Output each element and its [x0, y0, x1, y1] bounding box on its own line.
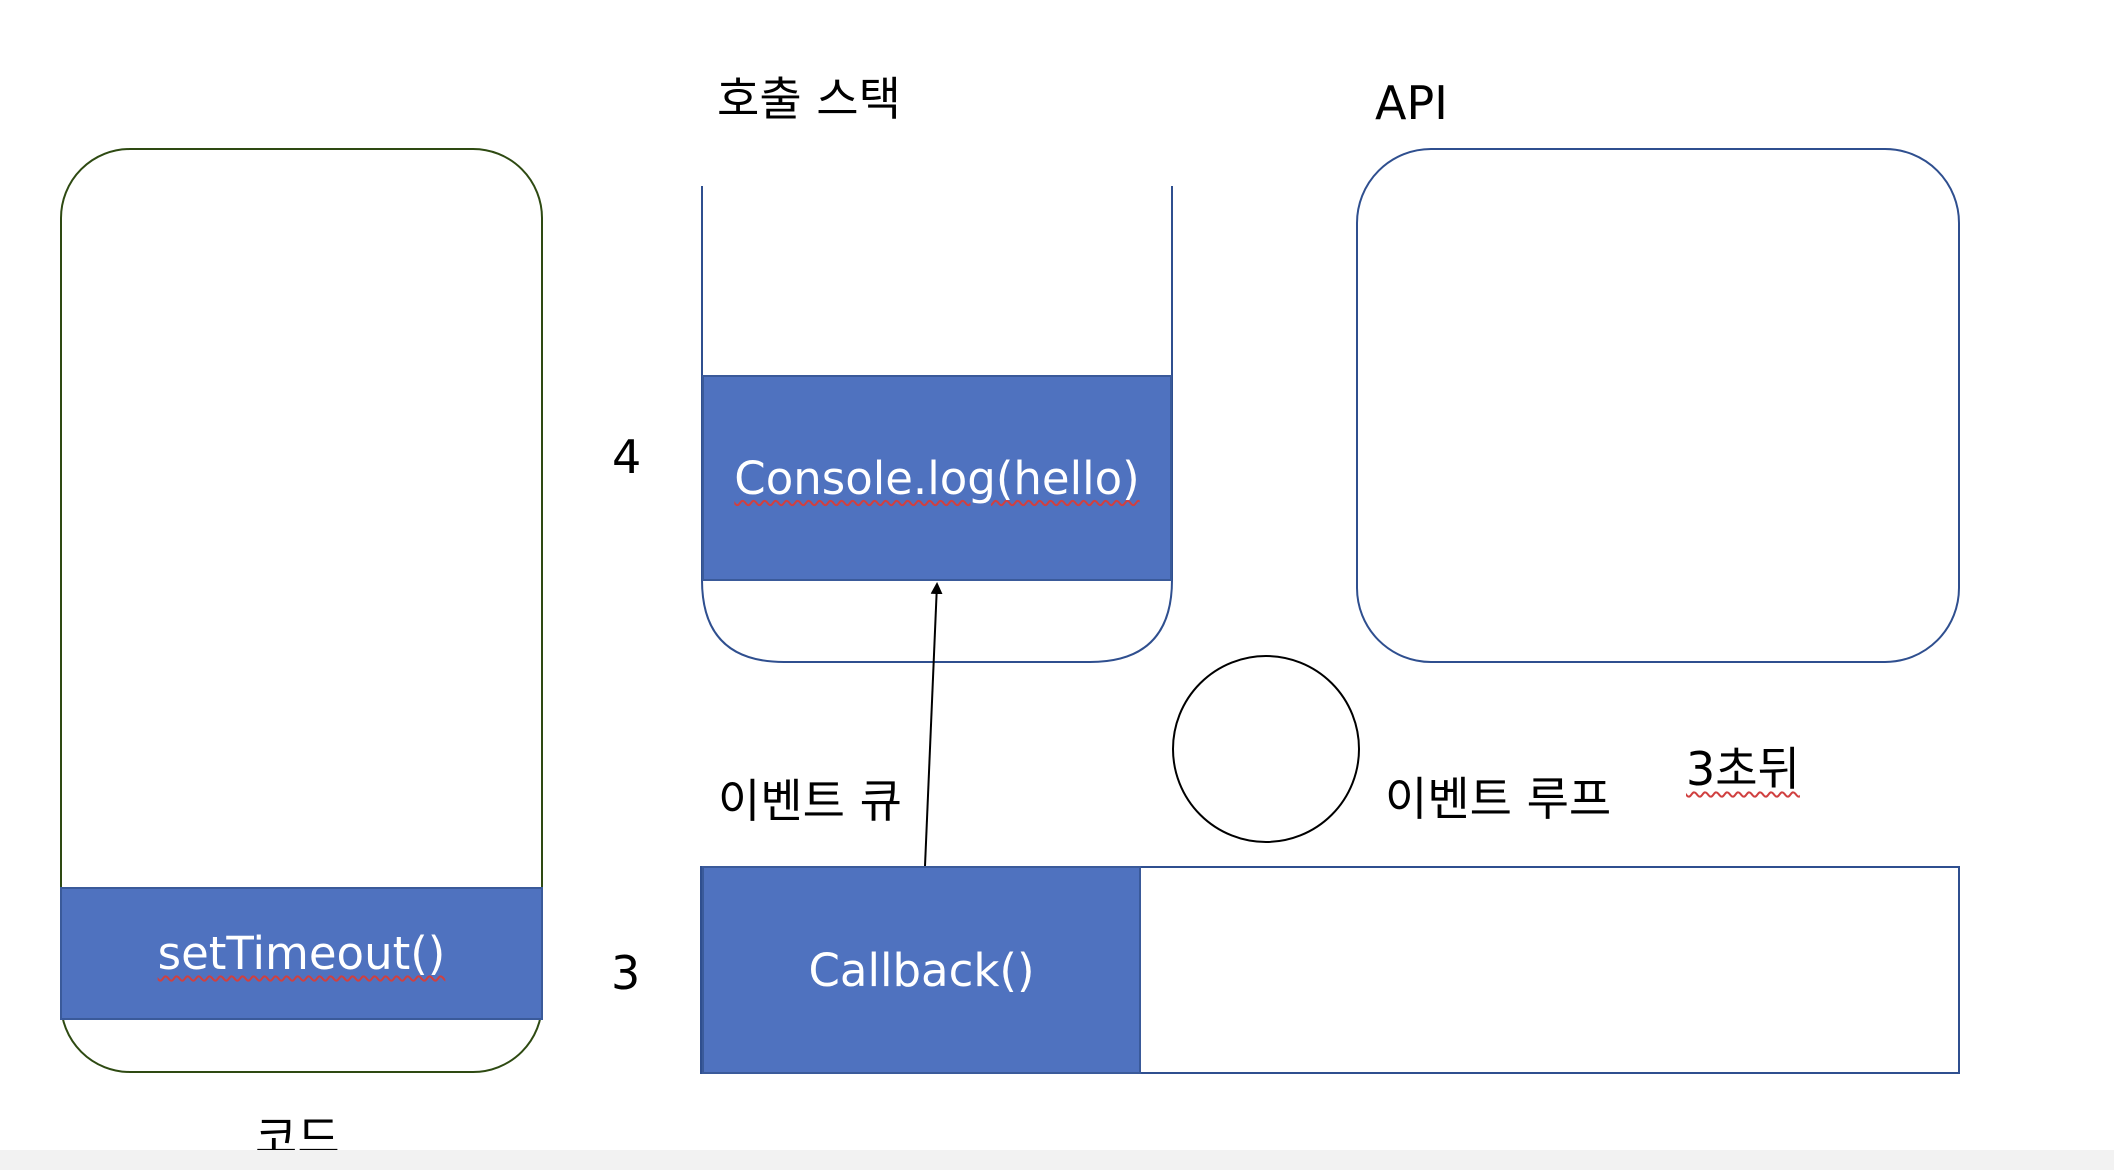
step-4-label: 4 [612, 430, 642, 484]
api-container [1356, 148, 1960, 663]
console-log-text: Console.log(hello) [734, 451, 1140, 505]
after-3-seconds-label: 3초뒤 [1686, 742, 1800, 796]
api-label: API [1375, 76, 1448, 130]
callback-text: Callback() [808, 943, 1035, 997]
event-queue-label: 이벤트 큐 [718, 774, 902, 828]
code-container [60, 148, 543, 1073]
call-stack-container [701, 186, 1173, 663]
settimeout-text: setTimeout() [157, 927, 446, 980]
event-loop-circle [1172, 655, 1360, 843]
queue-to-stack-arrow [924, 582, 943, 867]
settimeout-block: setTimeout() [60, 887, 543, 1020]
console-log-block: Console.log(hello) [702, 375, 1172, 581]
callback-block: Callback() [702, 866, 1141, 1074]
bottom-strip [0, 1150, 2114, 1170]
call-stack-label: 호출 스택 [717, 72, 901, 126]
step-3-label: 3 [611, 946, 641, 1000]
event-queue-container [700, 866, 1960, 1074]
event-loop-label: 이벤트 루프 [1385, 772, 1612, 826]
